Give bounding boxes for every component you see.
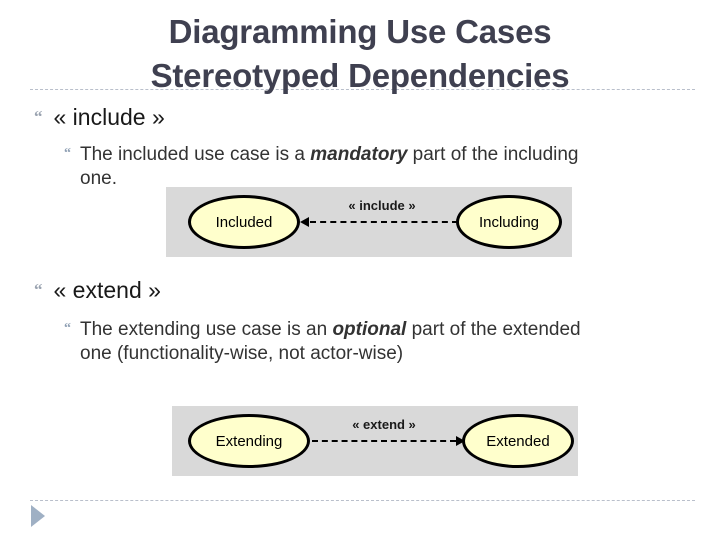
sub-bullet-marker-icon: “ bbox=[64, 321, 71, 336]
sub-bullet-extend: “ The extending use case is an optional … bbox=[64, 318, 610, 367]
next-slide-triangle-icon[interactable] bbox=[31, 505, 45, 527]
bullet-extend-label: « extend » bbox=[53, 277, 161, 303]
include-dependency-line bbox=[310, 221, 458, 223]
bullet-marker-icon: “ bbox=[34, 280, 43, 299]
usecase-including[interactable]: Including bbox=[456, 195, 562, 249]
extend-text-prefix: The extending use case is an bbox=[80, 319, 333, 340]
extend-stereotype-label: « extend » bbox=[352, 417, 416, 432]
include-text-prefix: The included use case is a bbox=[80, 144, 311, 165]
title-divider bbox=[30, 89, 695, 90]
sub-bullet-marker-icon: “ bbox=[64, 146, 71, 161]
title-line-1: Diagramming Use Cases bbox=[168, 13, 552, 50]
usecase-extended[interactable]: Extended bbox=[462, 414, 574, 468]
usecase-included[interactable]: Included bbox=[188, 195, 300, 249]
extend-dependency-line bbox=[312, 440, 456, 442]
extend-dependency-diagram: Extending « extend » Extended bbox=[172, 406, 578, 476]
include-stereotype-label: « include » bbox=[348, 198, 416, 213]
usecase-extending[interactable]: Extending bbox=[188, 414, 310, 468]
extend-text-emphasis: optional bbox=[332, 319, 407, 340]
sub-bullet-include: “ The included use case is a mandatory p… bbox=[64, 143, 610, 192]
extend-text-suffix: part of the extended one (functionality-… bbox=[80, 319, 581, 365]
footer-divider bbox=[30, 500, 695, 501]
extend-arrowhead-icon bbox=[456, 436, 465, 446]
sub-bullet-extend-text: The extending use case is an optional pa… bbox=[80, 318, 610, 367]
bullet-include: “ « include » bbox=[34, 104, 165, 130]
include-dependency-diagram: Included « include » Including bbox=[166, 187, 572, 257]
include-arrowhead-icon bbox=[300, 217, 309, 227]
bullet-marker-icon: “ bbox=[34, 107, 43, 126]
page-title: Diagramming Use Cases Stereotyped Depend… bbox=[0, 10, 720, 97]
include-text-emphasis: mandatory bbox=[310, 144, 408, 165]
bullet-extend: “ « extend » bbox=[34, 277, 161, 303]
include-text-suffix: part of the including one. bbox=[80, 144, 579, 190]
sub-bullet-include-text: The included use case is a mandatory par… bbox=[80, 143, 610, 192]
title-line-2: Stereotyped Dependencies bbox=[150, 56, 570, 94]
bullet-include-label: « include » bbox=[53, 104, 165, 130]
